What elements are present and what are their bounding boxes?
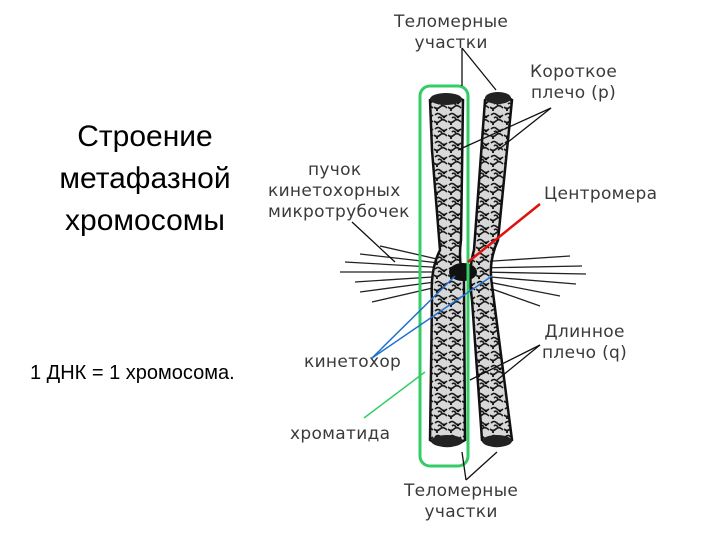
- title-line-2: метафазной: [59, 162, 231, 195]
- kinetochore-pointer: [371, 275, 493, 359]
- label-short-arm: Короткое плечо (p): [530, 62, 618, 103]
- label-microtubules: пучок кинетохорных микротрубочек: [268, 160, 410, 222]
- label-telomeres-bottom: Теломерные участки: [404, 481, 519, 522]
- telomere-caps: [430, 92, 512, 447]
- slide-title: Строение метафазной хромосомы: [40, 116, 250, 242]
- label-chromatid: хроматида: [290, 424, 391, 444]
- title-line-3: хромосомы: [65, 204, 225, 237]
- centromere-pointer: [467, 203, 541, 263]
- label-long-arm: Длинное плечо (q): [542, 322, 628, 363]
- chromatid-pointer: [363, 371, 426, 419]
- centromere: [449, 263, 477, 281]
- dna-note: 1 ДНК = 1 хромосома.: [30, 362, 235, 384]
- pointer-lines: [351, 47, 552, 481]
- label-kinetochore: кинетохор: [304, 352, 402, 372]
- label-telomeres-top: Теломерные участки: [394, 12, 509, 53]
- title-line-1: Строение: [77, 120, 213, 153]
- chromatid-outline: [418, 84, 470, 468]
- label-centromere: Центромера: [544, 184, 658, 204]
